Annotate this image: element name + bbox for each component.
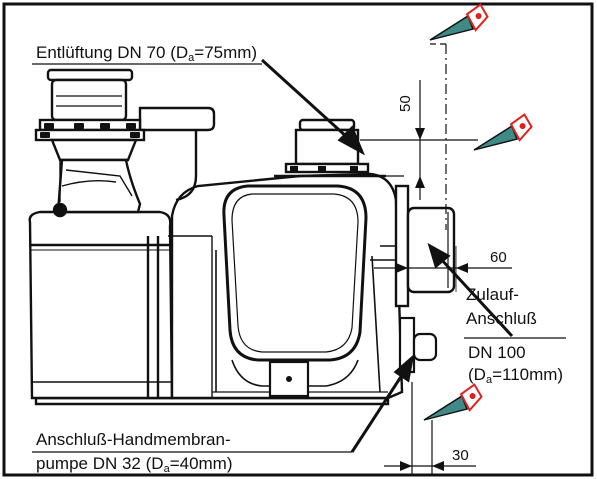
arrowheads [396,128,468,471]
pump-label-line-2: pumpe DN 32 (Da=40mm) [36,454,233,475]
inspection-window [222,184,368,362]
flange [38,118,142,132]
inlet-title-1: Zulauf- [466,285,519,304]
back-plate [138,106,216,132]
inlet-dn: DN 100 [468,343,526,362]
vent-label: Entlüftung DN 70 (Da=75mm) [36,43,257,64]
motor-top [46,68,134,82]
saw-icon [473,113,533,151]
tank-left-body [28,210,174,400]
saw-icon [429,3,489,41]
flange-bolts [40,123,140,138]
dim-50: 50 [397,95,414,112]
inlet-title-2: Anschluß [466,309,537,328]
saw-icon [423,383,483,421]
dimension-lines [32,43,566,474]
dim-60: 60 [490,249,507,266]
float-ball [52,202,68,218]
dim-30: 30 [452,447,469,464]
inlet-diameter: (Da=110mm) [468,365,563,386]
leader-arrows [260,58,514,453]
inlet-connection [394,184,456,308]
pump-label-line-1: Anschluß-Handmembran- [36,430,231,449]
